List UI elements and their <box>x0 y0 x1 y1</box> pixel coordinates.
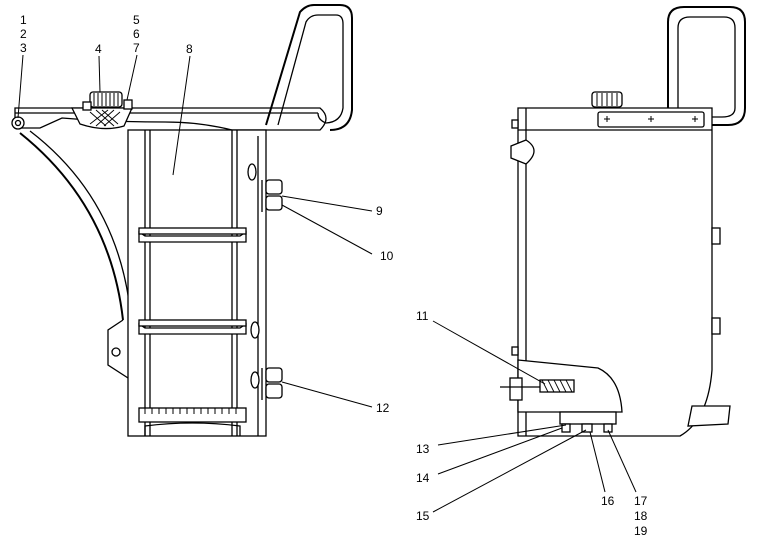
callout-19: 19 <box>634 524 648 538</box>
left-side-view <box>11 4 353 437</box>
leader-4 <box>98 55 101 93</box>
latch-housing <box>70 107 134 130</box>
callout-12: 12 <box>376 401 390 415</box>
rear-lug <box>510 139 535 165</box>
rear-tab-upper <box>511 119 519 129</box>
rear-knob-ribs <box>596 93 618 106</box>
ladder-frame <box>127 129 267 437</box>
latch-nut-right <box>123 99 133 110</box>
frame-bolt-middle <box>250 321 260 339</box>
callout-17: 17 <box>634 494 648 508</box>
curved-bracket-outer <box>19 132 124 321</box>
ladder-rung-2 <box>138 319 247 335</box>
leader-17-19 <box>607 429 637 493</box>
lock-bolt-head <box>509 377 523 401</box>
latch-hatch <box>89 109 121 127</box>
ladder-rung-1 <box>138 227 247 243</box>
knob-ribs <box>93 93 119 106</box>
callout-4: 4 <box>95 42 102 56</box>
callout-1: 1 <box>20 13 27 27</box>
bottom-plate <box>559 411 617 425</box>
leader-15 <box>432 429 587 513</box>
callout-5: 5 <box>133 13 140 27</box>
leader-14 <box>437 427 563 475</box>
callout-7: 7 <box>133 41 140 55</box>
leader-11 <box>432 320 546 385</box>
curved-bracket-inner <box>29 130 132 319</box>
leader-10 <box>281 204 373 255</box>
handle-outer <box>265 4 353 131</box>
leader-12 <box>281 381 373 408</box>
leader-lines <box>17 54 637 513</box>
callout-16: 16 <box>601 494 615 508</box>
rear-handle-outer <box>667 6 746 126</box>
frame-bolt-lower <box>250 371 260 389</box>
leader-9 <box>281 195 373 212</box>
lock-hatch <box>541 379 573 393</box>
callout-labels: 1 2 3 4 5 6 7 8 9 10 11 12 13 14 15 16 1… <box>20 13 648 538</box>
leader-1-3 <box>17 54 24 119</box>
side-lug-lower <box>711 317 721 335</box>
pivot-pin-center <box>14 119 22 127</box>
callout-8: 8 <box>186 42 193 56</box>
callout-9: 9 <box>376 204 383 218</box>
bottom-nut-right <box>603 423 613 433</box>
lower-mount-clamp <box>261 367 283 400</box>
handle-inner <box>277 14 344 126</box>
callout-2: 2 <box>20 27 27 41</box>
lower-pivot-hole <box>111 347 121 357</box>
bottom-nut-center <box>581 423 593 433</box>
callout-10: 10 <box>380 249 394 263</box>
callout-11: 11 <box>416 309 429 323</box>
callout-15: 15 <box>416 509 430 523</box>
callout-14: 14 <box>416 471 430 485</box>
leader-8 <box>172 55 191 176</box>
leader-5-7 <box>126 54 138 101</box>
frame-bolt-upper <box>247 163 257 181</box>
rear-tab-lower <box>511 346 519 356</box>
rear-handle-inner <box>677 16 736 118</box>
pivot-pin <box>11 116 25 130</box>
leader-16 <box>589 431 606 493</box>
callout-6: 6 <box>133 27 140 41</box>
upper-mount-clamp <box>261 179 283 212</box>
latch-nut-left <box>82 101 92 111</box>
rear-foot <box>687 405 731 427</box>
plate-screws <box>604 116 698 122</box>
side-lug-upper <box>711 227 721 245</box>
callout-3: 3 <box>20 41 27 55</box>
leader-13 <box>437 424 567 446</box>
right-rear-view <box>500 6 746 437</box>
callout-13: 13 <box>416 442 430 456</box>
callout-18: 18 <box>634 509 648 523</box>
ladder-rung-3 <box>138 407 247 436</box>
bracket-lower-tab <box>107 319 129 379</box>
